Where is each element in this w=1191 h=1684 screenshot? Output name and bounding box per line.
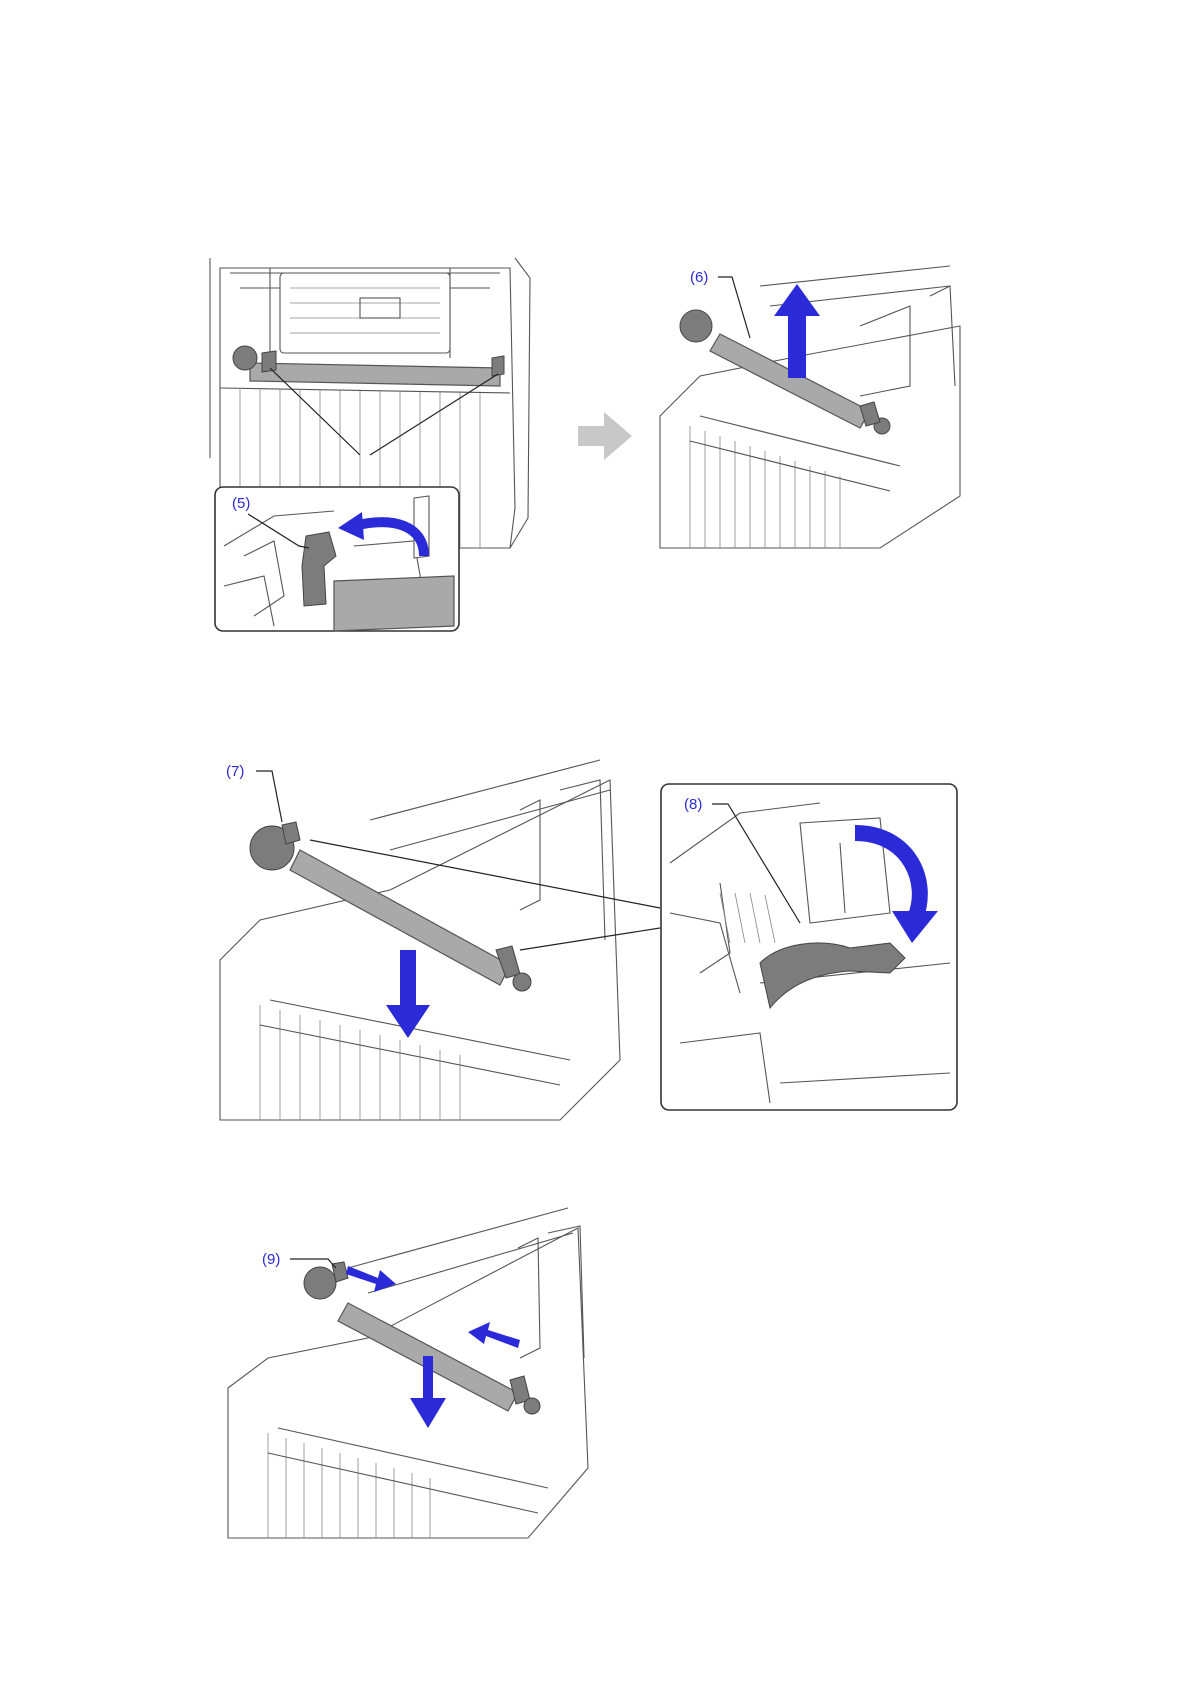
figure-seat-roller: (9) — [228, 1208, 588, 1538]
callout-9: (9) — [262, 1251, 280, 1268]
printer-body — [228, 1228, 588, 1538]
left-lever — [262, 351, 276, 372]
figure-remove-roller: (6) — [660, 266, 960, 548]
gear-icon — [304, 1267, 336, 1299]
callout-7: (7) — [226, 763, 244, 780]
figure-install-roller: (7) — [220, 760, 620, 1120]
right-lever — [492, 356, 504, 376]
gear-icon — [233, 346, 257, 370]
print-head-cover — [280, 273, 450, 353]
callout-8: (8) — [684, 796, 702, 813]
gear-icon — [680, 310, 712, 342]
inset-lever-8: (8) — [660, 783, 960, 1113]
callout-5: (5) — [232, 495, 250, 512]
right-arrow-icon — [578, 412, 632, 460]
step-arrow — [578, 412, 634, 462]
right-arrow-icon — [346, 1266, 396, 1292]
inset-lever-5: (5) — [214, 486, 464, 636]
callout-6: (6) — [690, 269, 708, 286]
